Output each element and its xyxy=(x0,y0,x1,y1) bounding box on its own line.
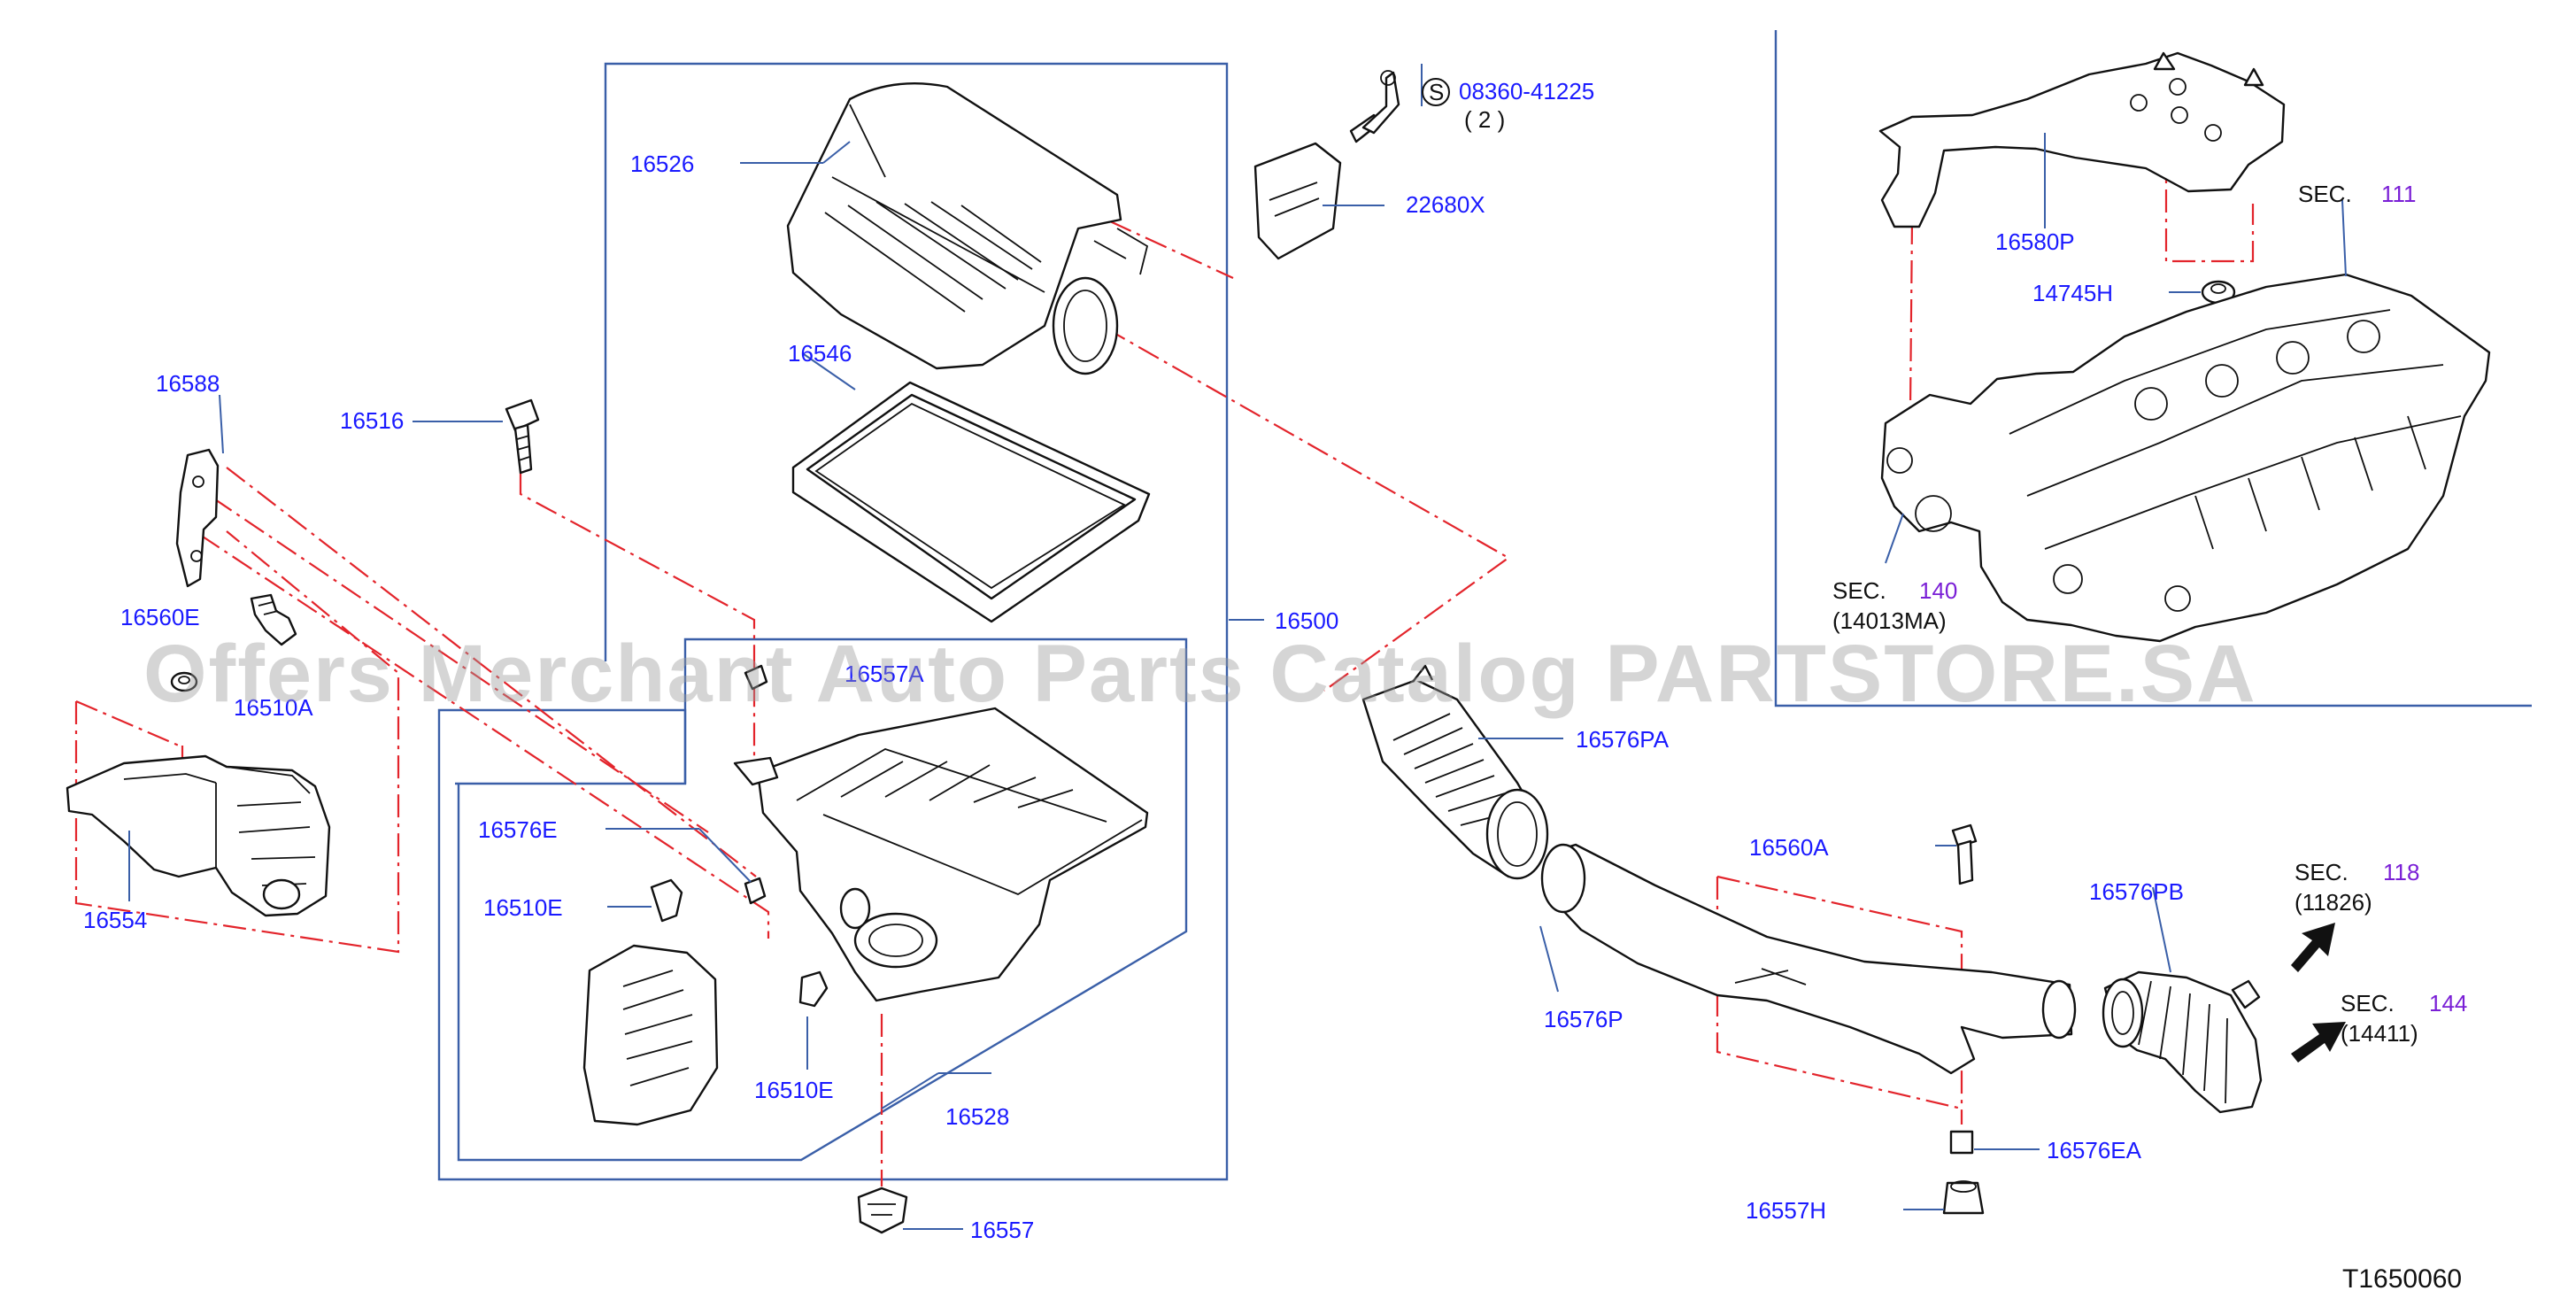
resonator-box xyxy=(582,944,719,1126)
diagram-frames xyxy=(437,30,2532,1181)
sec-140-prefix: SEC. xyxy=(1832,577,1886,604)
label-16546[interactable]: 16546 xyxy=(788,340,852,367)
leader-lines xyxy=(128,64,2347,1230)
label-14745H[interactable]: 14745H xyxy=(2032,280,2113,306)
air-filter-element xyxy=(791,381,1151,623)
part-labels: 16526 16546 16500 22680X S 08360-41225 (… xyxy=(83,78,2184,1243)
label-16526[interactable]: 16526 xyxy=(630,151,694,177)
section-arrows xyxy=(2291,923,2346,1063)
sec-118-prefix: SEC. xyxy=(2294,859,2348,885)
label-16560E[interactable]: 16560E xyxy=(120,604,200,630)
sec-111-prefix: SEC. xyxy=(2298,181,2352,207)
screw-symbol-letter: S xyxy=(1429,79,1444,105)
diagram-id: T1650060 xyxy=(2342,1264,2462,1294)
label-16510E-lower[interactable]: 16510E xyxy=(754,1077,834,1103)
label-16557H[interactable]: 16557H xyxy=(1746,1197,1826,1224)
mass-airflow-sensor xyxy=(1253,70,1400,260)
sec-140-number[interactable]: 140 xyxy=(1919,577,1957,604)
section-labels: SEC. 111 SEC. 140 (14013MA) SEC. 118 (11… xyxy=(1832,181,2467,1047)
assembly-lines xyxy=(74,151,2255,1186)
grommet-16557 xyxy=(857,1186,908,1234)
label-16580P[interactable]: 16580P xyxy=(1995,228,2075,255)
label-16500[interactable]: 16500 xyxy=(1275,607,1338,634)
elbow-hose-16576PB xyxy=(2102,970,2263,1114)
intake-hose-16576PA xyxy=(1361,664,1549,880)
air-cleaner-upper-cover xyxy=(786,82,1149,375)
clip-16576EA xyxy=(1949,1130,1974,1155)
label-16588[interactable]: 16588 xyxy=(156,370,220,397)
label-16576E[interactable]: 16576E xyxy=(478,816,558,843)
clip-16576E xyxy=(744,877,767,905)
arrow-sec-144[interactable] xyxy=(2291,1022,2346,1063)
sec-144-prefix: SEC. xyxy=(2341,990,2395,1016)
bolt-16560A xyxy=(1951,823,1978,885)
sec-144-number[interactable]: 144 xyxy=(2429,990,2467,1016)
label-16576P[interactable]: 16576P xyxy=(1544,1006,1623,1032)
label-16510A[interactable]: 16510A xyxy=(234,694,313,721)
bracket-16588 xyxy=(175,448,220,588)
label-16557A[interactable]: 16557A xyxy=(845,661,924,687)
air-duct-16554 xyxy=(66,754,331,917)
label-16516[interactable]: 16516 xyxy=(340,407,404,434)
engine-cover-16580P xyxy=(1878,51,2286,228)
bolt-16560E xyxy=(250,593,297,646)
label-22680X[interactable]: 22680X xyxy=(1406,191,1485,218)
bolt-16516 xyxy=(505,398,540,475)
grommet-16510A xyxy=(170,671,198,692)
label-08360-qty: ( 2 ) xyxy=(1464,106,1505,133)
air-cleaner-lower-case xyxy=(733,707,1149,1002)
sec-111-number[interactable]: 111 xyxy=(2381,181,2417,207)
intake-tube-16576P xyxy=(1540,843,2077,1075)
clip-16510E-upper xyxy=(650,878,683,923)
lower-case-frame xyxy=(457,638,1188,1162)
label-16510E-upper[interactable]: 16510E xyxy=(483,894,563,921)
label-16528[interactable]: 16528 xyxy=(945,1103,1009,1130)
sec-140-ref: (14013MA) xyxy=(1832,607,1947,634)
label-16576EA[interactable]: 16576EA xyxy=(2047,1137,2142,1163)
sec-118-ref: (11826) xyxy=(2294,889,2372,916)
label-16560A[interactable]: 16560A xyxy=(1749,834,1829,861)
engine-inset-frame xyxy=(1774,30,2532,707)
sec-144-ref: (14411) xyxy=(2341,1020,2418,1047)
sec-118-number[interactable]: 118 xyxy=(2383,859,2419,885)
watermark: Offers Merchant Auto Parts Catalog PARTS… xyxy=(143,629,2257,719)
cylinder-head-assembly xyxy=(1880,273,2491,643)
label-16576PB[interactable]: 16576PB xyxy=(2089,878,2184,905)
screw-symbol xyxy=(1422,78,1450,106)
grommet-16557H xyxy=(1942,1180,1985,1215)
label-16557[interactable]: 16557 xyxy=(970,1217,1034,1243)
label-16576PA[interactable]: 16576PA xyxy=(1576,726,1670,753)
label-08360-41225[interactable]: 08360-41225 xyxy=(1459,78,1594,104)
clip-16510E-lower xyxy=(798,970,829,1008)
clip-16557A xyxy=(744,664,768,691)
label-16554[interactable]: 16554 xyxy=(83,907,147,933)
arrow-sec-118[interactable] xyxy=(2291,923,2335,972)
